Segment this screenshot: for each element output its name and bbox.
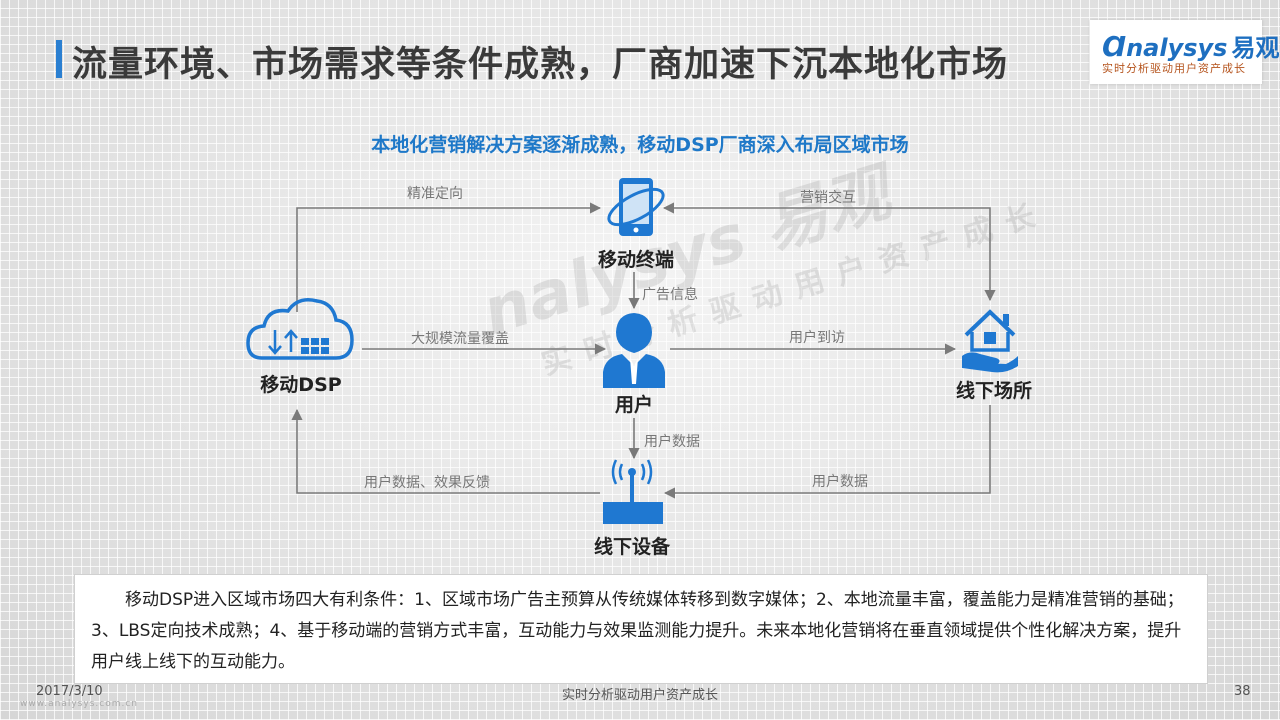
title-accent-bar	[56, 40, 62, 78]
logo-slogan: 实时分析驱动用户资产成长	[1102, 62, 1246, 75]
edge-precise-targeting	[296, 202, 602, 312]
edge-user-data-venue	[663, 405, 991, 499]
user-icon	[603, 313, 665, 388]
diagram-subtitle: 本地化营销解决方案逐渐成熟，移动DSP厂商深入布局区域市场	[371, 134, 909, 156]
logo-chinese: 易观	[1231, 34, 1280, 62]
node-mobile-terminal: 移动终端	[598, 248, 674, 271]
label-ad-info: 广告信息	[642, 286, 698, 303]
label-user-data-feedback: 用户数据、效果反馈	[364, 474, 490, 491]
page-number: 38	[1234, 684, 1251, 699]
edge-marketing-interaction	[662, 202, 996, 302]
node-offline-device: 线下设备	[594, 535, 671, 558]
node-offline-venue: 线下场所	[956, 379, 1032, 402]
footer-date: 2017/3/10	[36, 684, 103, 699]
page-title: 流量环境、市场需求等条件成熟，厂商加速下沉本地化市场	[72, 45, 1009, 85]
cloud-dsp-icon	[246, 298, 354, 360]
footer-url: www.analysys.com.cn	[20, 699, 138, 709]
router-icon	[603, 459, 663, 524]
conclusion-note: 移动DSP进入区域市场四大有利条件：1、区域市场广告主预算从传统媒体转移到数字媒…	[74, 574, 1208, 684]
node-user: 用户	[615, 393, 653, 416]
label-precise-targeting: 精准定向	[407, 186, 463, 202]
label-user-visit: 用户到访	[789, 329, 845, 346]
house-hand-icon	[962, 309, 1018, 373]
edge-user-data-feedback	[291, 408, 600, 494]
label-user-data-down: 用户数据	[644, 433, 700, 450]
label-marketing-interaction: 营销交互	[800, 189, 856, 206]
node-mobile-dsp: 移动DSP	[260, 373, 341, 396]
mobile-terminal-icon	[607, 178, 665, 236]
footer-slogan: 实时分析驱动用户资产成长	[561, 688, 718, 703]
logo-latin: nalysys	[1126, 34, 1228, 62]
label-user-data-venue: 用户数据	[812, 473, 868, 490]
label-mass-coverage: 大规模流量覆盖	[411, 331, 509, 347]
